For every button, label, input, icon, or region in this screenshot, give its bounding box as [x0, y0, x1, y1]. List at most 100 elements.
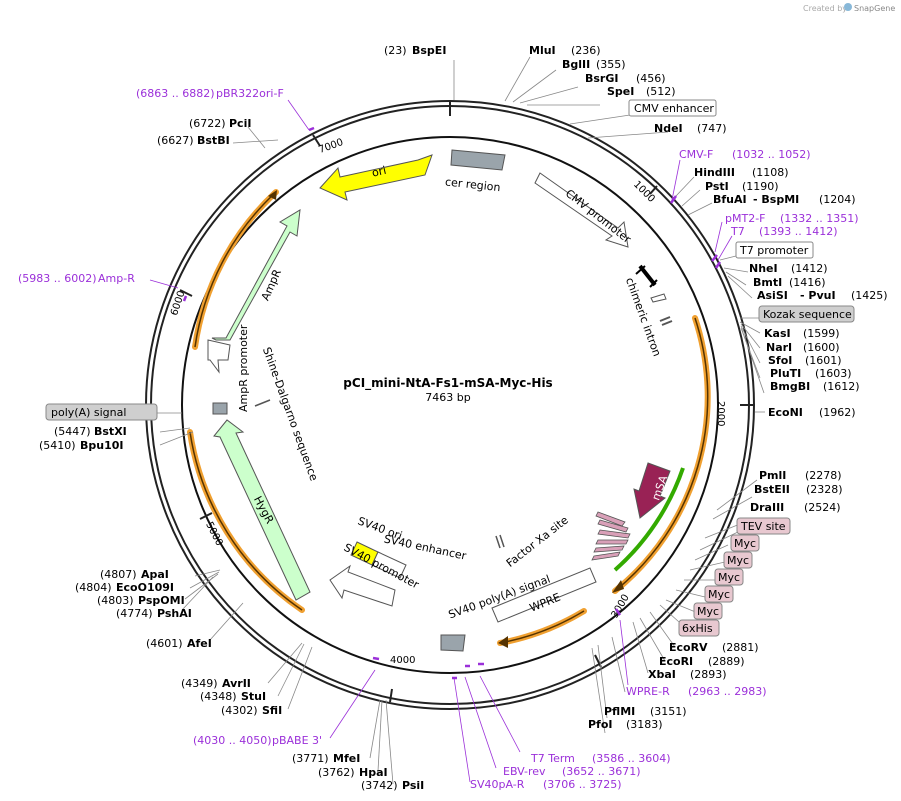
- site-name: BstEII: [754, 483, 790, 496]
- site-pos: (1599): [803, 327, 840, 340]
- myc-tag-cluster: [591, 511, 631, 561]
- plasmid-size: 7463 bp: [425, 391, 470, 404]
- site-name: PluTI: [770, 367, 801, 380]
- site-name: EcoRV: [669, 641, 708, 654]
- orf-arc-right: [612, 315, 711, 594]
- orf-arcs: [187, 189, 711, 646]
- site-pos: (2524): [804, 501, 841, 514]
- site-name: BglII: [562, 58, 590, 71]
- site-name: ApaI: [141, 568, 169, 581]
- factor-xa-label: Factor Xa site: [504, 513, 571, 569]
- site-pos: (4803): [97, 594, 134, 607]
- primer-name: pMT2-F: [725, 212, 766, 225]
- polya-label: poly(A) signal: [51, 406, 126, 419]
- hygr-arrow: [213, 419, 311, 601]
- kozak-label: Kozak sequence: [763, 308, 852, 321]
- site-pos: (3762): [318, 766, 355, 779]
- primer-labels: CMV-F (1032 .. 1052) pMT2-F (1332 .. 135…: [18, 87, 859, 791]
- kozak-box: [758, 305, 855, 323]
- polya-feature: [212, 402, 228, 415]
- primer-pos: (1393 .. 1412): [759, 225, 838, 238]
- site-name: PshAI: [157, 607, 192, 620]
- primer-pos: (3652 .. 3671): [562, 765, 641, 778]
- primer-name: Amp-R: [98, 272, 135, 285]
- site-pos: (23): [384, 44, 407, 57]
- polya-box: [45, 403, 158, 421]
- site-name: AfeI: [187, 637, 212, 650]
- primer-name: SV40pA-R: [470, 778, 525, 791]
- primer-pos: (1032 .. 1052): [732, 148, 811, 161]
- feature-ring: [181, 136, 719, 674]
- site-name: SpeI: [607, 85, 634, 98]
- cer-region-label: cer region: [444, 175, 501, 194]
- site-pos: (2328): [806, 483, 843, 496]
- site-pos: (3183): [626, 718, 663, 731]
- site-pos: (4804): [75, 581, 112, 594]
- tev-box: [736, 517, 791, 535]
- site-name: DraIII: [750, 501, 784, 514]
- site-pos: (1600): [803, 341, 840, 354]
- cmv-promoter-label: CMV promoter: [563, 187, 634, 246]
- tev-label: TEV site: [740, 520, 786, 533]
- ori-label: ori: [371, 164, 388, 180]
- site-pos: (2893): [690, 668, 727, 681]
- his-box: [678, 619, 720, 637]
- site-name: EcoNI: [768, 406, 803, 419]
- myc-box-1: [730, 534, 760, 552]
- site-name: NheI: [749, 262, 778, 275]
- site-name: PstI: [705, 180, 729, 193]
- tick-7000: 7000: [317, 137, 345, 156]
- site-name: - BspMI: [753, 193, 799, 206]
- site-name: PciI: [229, 117, 251, 130]
- site-name: BmtI: [753, 276, 782, 289]
- site-pos: (2889): [708, 655, 745, 668]
- site-name: NdeI: [654, 122, 683, 135]
- site-name: HindIII: [694, 166, 735, 179]
- cer-region-feature: [450, 149, 506, 171]
- site-pos: (4349): [181, 677, 218, 690]
- site-name: PsiI: [402, 779, 424, 792]
- enzyme-sites-right: (23) BspEI MluI (236) BglII (355) BsrGI …: [384, 44, 888, 731]
- site-pos: (1190): [742, 180, 779, 193]
- primer-pos: (1332 .. 1351): [780, 212, 859, 225]
- site-pos: (1603): [815, 367, 852, 380]
- site-pos: (4348): [200, 690, 237, 703]
- myc-label-2: Myc: [727, 554, 749, 567]
- primer-pos: (3706 .. 3725): [543, 778, 622, 791]
- site-name: AvrII: [222, 677, 251, 690]
- primer-name: EBV-rev: [503, 765, 546, 778]
- primer-name: WPRE-R: [626, 685, 670, 698]
- site-pos: (1412): [791, 262, 828, 275]
- primer-name: pBABE 3': [272, 734, 322, 747]
- msa-arrow: [633, 462, 671, 519]
- site-name: PmlI: [759, 469, 786, 482]
- primer-name: T7 Term: [530, 752, 575, 765]
- site-pos: (4807): [100, 568, 137, 581]
- site-pos: (3742): [361, 779, 398, 792]
- msa-green-arc: [613, 467, 685, 572]
- site-name: BspEI: [412, 44, 446, 57]
- site-name: MfeI: [333, 752, 360, 765]
- tick-marks: [179, 134, 754, 703]
- chimeric-intron-label: chimeric intron: [623, 276, 664, 358]
- site-pos: (236): [571, 44, 601, 57]
- myc-box-2: [723, 551, 753, 569]
- site-name: XbaI: [648, 668, 676, 681]
- primer-pos: (6863 .. 6882): [136, 87, 215, 100]
- shine-dalgarno-label: Shine-Dalgarno sequence: [260, 345, 321, 482]
- tick-4000: 4000: [390, 655, 415, 666]
- site-pos: (1425): [851, 289, 888, 302]
- site-pos: (6722): [189, 117, 226, 130]
- site-name: BfuAI: [713, 193, 747, 206]
- ori-arrow: [319, 154, 433, 201]
- site-pos: (1962): [819, 406, 856, 419]
- myc-label-5: Myc: [697, 605, 719, 618]
- site-pos: (1416): [789, 276, 826, 289]
- ampr-arrow: [211, 209, 301, 341]
- site-name: AsiSI: [757, 289, 788, 302]
- site-pos: (4302): [221, 704, 258, 717]
- tick-3000: 3000: [610, 593, 632, 621]
- his-label: 6xHis: [682, 622, 713, 635]
- primer-pos: (2963 .. 2983): [688, 685, 767, 698]
